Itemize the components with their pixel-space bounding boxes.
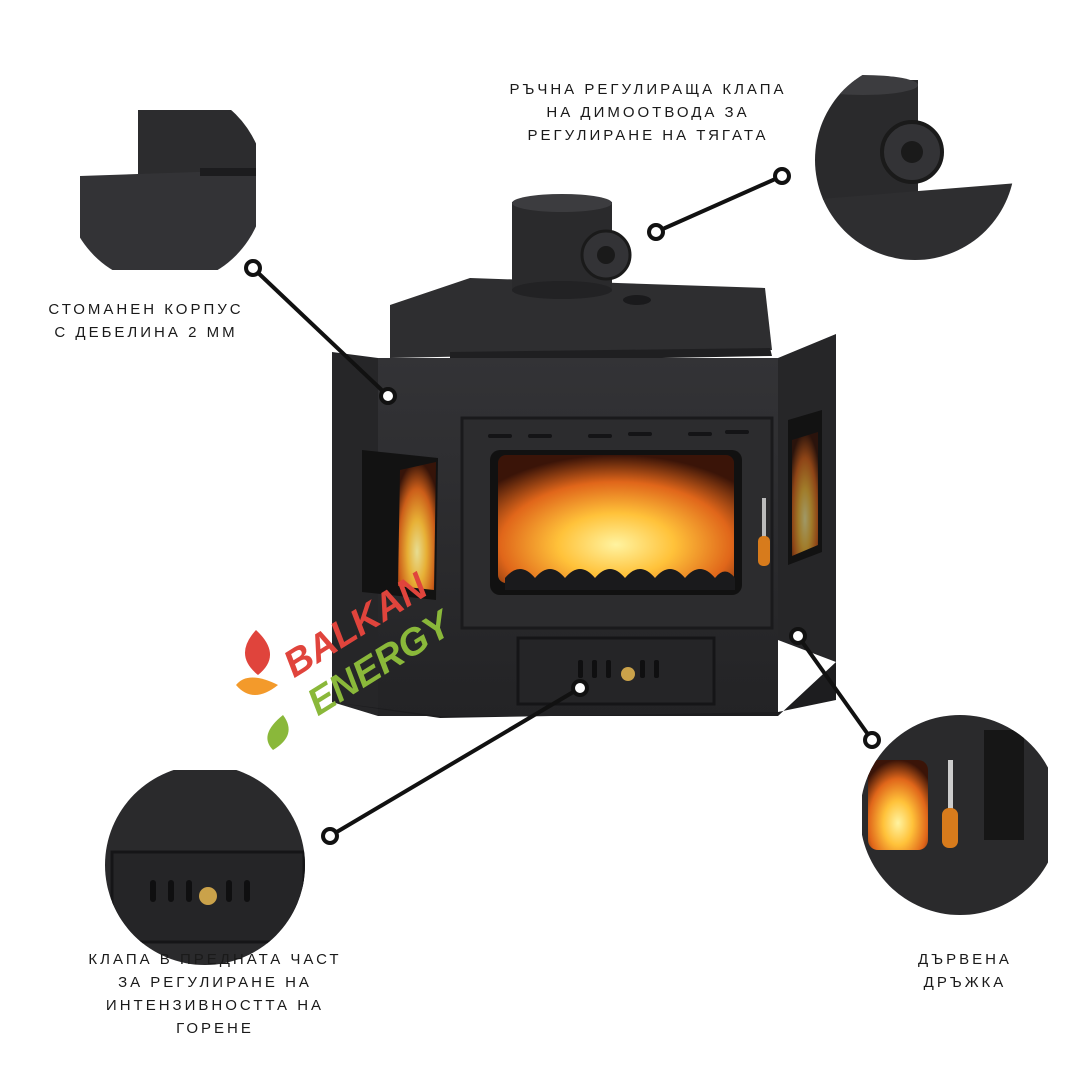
leaf-icon (236, 630, 289, 750)
label-flue-damper: Ръчна регулираща клапа на димоотвода за … (509, 81, 787, 144)
detail-circle-steel-body (65, 85, 265, 285)
stove (332, 194, 836, 718)
label-front-damper: Клапа в предната част за регулиране на и… (88, 951, 342, 1037)
detail-circle-flue-damper (815, 60, 1015, 260)
detail-circle-front-damper (105, 765, 305, 965)
balkan-energy-logo: BALKAN ENERGY (236, 565, 448, 750)
label-wooden-handle: Дървена дръжка (918, 951, 1012, 991)
label-steel-body: Стоманен корпус с дебелина 2 мм (48, 301, 244, 341)
detail-circle-wooden-handle (860, 715, 1060, 915)
callout-lines (244, 167, 881, 845)
